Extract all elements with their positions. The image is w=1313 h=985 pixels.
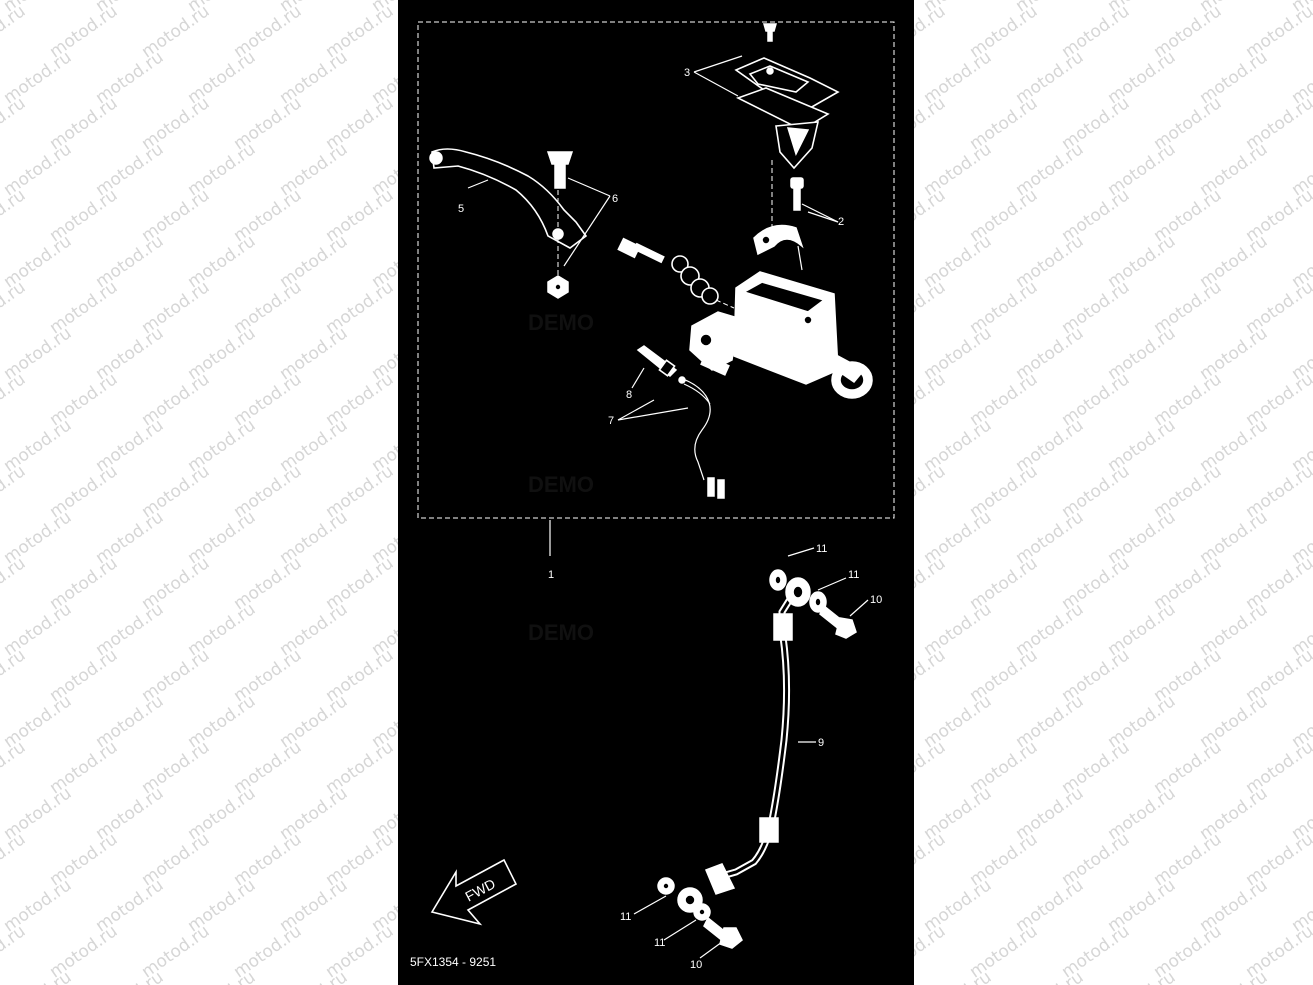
switch-lead xyxy=(678,376,725,499)
watermark-text: motod.ru xyxy=(0,967,75,985)
callout-1: 1 xyxy=(548,569,554,581)
watermark-text: motod.ru xyxy=(0,829,30,891)
watermark-text: motod.ru xyxy=(0,1,30,63)
union-bolt xyxy=(703,604,857,949)
exploded-parts-diagram: DEMO DEMO DEMO xyxy=(417,21,895,971)
faint-mark: DEMO xyxy=(528,472,594,497)
watermark-text: motod.ru xyxy=(920,967,995,985)
assembly-frame xyxy=(417,21,895,519)
faint-mark: DEMO xyxy=(528,620,594,645)
brake-hose xyxy=(705,594,795,895)
piston-kit xyxy=(617,237,719,305)
callout-2: 2 xyxy=(838,216,844,228)
watermark-text: motod.ru xyxy=(0,461,30,523)
copper-washer xyxy=(657,569,827,921)
callout-3: 3 xyxy=(684,67,690,79)
diagram-code: 5FX1354 - 9251 xyxy=(410,955,497,969)
faint-mark: DEMO xyxy=(528,310,594,335)
callout-11-upper-b: 11 xyxy=(848,569,859,581)
callout-6: 6 xyxy=(612,193,618,205)
watermark-text: motod.ru xyxy=(0,93,30,155)
master-cylinder-body xyxy=(689,271,873,399)
forward-direction-arrow: FWD xyxy=(430,858,518,926)
watermark-text: motod.ru xyxy=(0,277,30,339)
watermark-text: motod.ru xyxy=(1288,967,1313,985)
watermark-text: motod.ru xyxy=(276,967,351,985)
callout-9: 9 xyxy=(818,737,824,749)
watermark-text: motod.ru xyxy=(92,967,167,985)
watermark-text: motod.ru xyxy=(0,645,30,707)
lever-pivot-bolt xyxy=(546,151,574,189)
watermark-text: motod.ru xyxy=(0,369,30,431)
watermark-text: motod.ru xyxy=(1012,967,1087,985)
callout-8: 8 xyxy=(626,389,632,401)
reservoir-cap xyxy=(734,57,840,170)
callout-11-lower-b: 11 xyxy=(654,937,665,949)
watermark-text: motod.ru xyxy=(184,967,259,985)
parts-diagram-plate: DEMO DEMO DEMO xyxy=(398,0,914,985)
callout-7: 7 xyxy=(608,415,614,427)
callout-10-upper: 10 xyxy=(870,594,882,606)
watermark-text: motod.ru xyxy=(0,921,30,983)
watermark-text: motod.ru xyxy=(1104,967,1179,985)
lever-nut xyxy=(547,275,569,299)
callout-11-lower-a: 11 xyxy=(620,911,631,923)
watermark-text: motod.ru xyxy=(1196,967,1271,985)
callout-11-upper-a: 11 xyxy=(816,543,827,555)
handlebar-holder xyxy=(753,224,804,271)
callout-leaders xyxy=(467,55,869,959)
holder-bolt xyxy=(790,177,804,211)
watermark-text: motod.ru xyxy=(0,553,30,615)
callout-10-lower: 10 xyxy=(690,959,702,971)
piston-axis-line xyxy=(715,299,735,309)
watermark-text: motod.ru xyxy=(0,737,30,799)
cap-screw xyxy=(763,23,777,42)
brake-switch xyxy=(636,345,678,378)
callout-5: 5 xyxy=(458,203,464,215)
watermark-text: motod.ru xyxy=(0,185,30,247)
